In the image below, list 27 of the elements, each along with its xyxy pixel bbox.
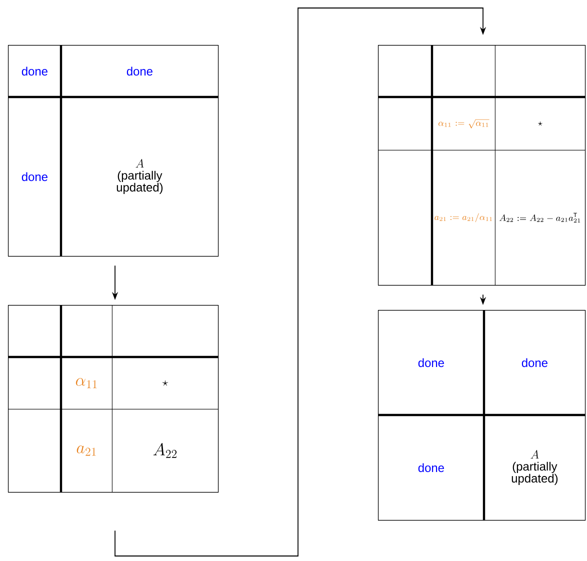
matrix-cell: $a_{21}:=a_{21}/\alpha_{11}$ [432,150,496,286]
empty-cell [495,45,586,98]
empty-cell [8,357,62,410]
empty-cell [112,305,218,358]
empty-cell [8,409,62,492]
empty-cell [378,45,432,98]
empty-cell [8,305,62,358]
matrix-cell: $\star$ [495,97,586,150]
matrix-cell: $a_{21}$ [61,409,112,492]
matrix-cell: $A_{22}:=A_{22}-a_{21}a_{21}^{\mathrm{T}}$ [495,150,586,286]
matrix-cell: done [61,45,218,98]
empty-cell [61,305,112,358]
matrix-cell: $A$ (partially updated) [484,415,586,520]
matrix-cell: done [378,310,484,416]
matrix-cell: $\alpha_{11}$ [61,357,112,410]
empty-cell [378,150,432,286]
matrix-cell: $\star$ [112,357,218,410]
empty-cell [432,45,496,98]
loop-arrow [114,8,486,556]
matrix-cell: $\alpha_{11}:=\sqrt{\alpha_{11}}$ [432,97,496,150]
matrix-cell: done [8,45,62,98]
empty-cell [378,97,432,150]
matrix-cell: $A$ (partially updated) [61,97,218,256]
matrix-cell: $A_{22}$ [112,409,218,492]
matrix-cell: done [8,97,62,256]
matrix-cell: done [484,310,586,416]
matrix-cell: done [378,415,484,520]
